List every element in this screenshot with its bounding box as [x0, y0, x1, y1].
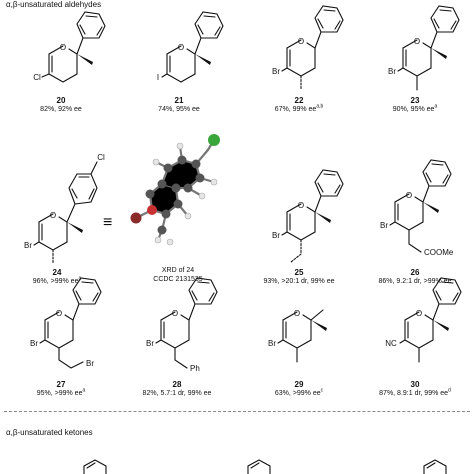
ring-oxygen: O [50, 211, 56, 220]
compound-yield: 93%, >20:1 dr, 99% ee [263, 278, 335, 285]
compound-29: O Br 29 63%, >99% eec [246, 300, 352, 398]
ring-oxygen: O [298, 37, 304, 46]
compound-yield: 90%, 95% eea [392, 103, 438, 113]
structure-28: Ph O Br [146, 277, 218, 373]
compound-26: COOMe O Br 26 86%, 9.2:1 dr, >99% ee [362, 140, 468, 286]
substituent-label: I [157, 73, 159, 82]
ring-oxygen: O [60, 43, 66, 52]
compound-number: 23 [410, 96, 420, 105]
side-chain-label: Ph [190, 364, 200, 373]
ring-oxygen: O [414, 37, 420, 46]
substituent-label: Br [388, 67, 396, 76]
xrd-structure: XRD of 24 CCDC 2131535 [122, 130, 234, 284]
equivalence-symbol: ≡ [103, 214, 113, 231]
ring-oxygen: O [294, 309, 300, 318]
compound-number: 25 [294, 268, 304, 277]
compound-yield: 87%, 8.9:1 dr, 99% eed [379, 387, 451, 397]
substituent-label: Br [30, 339, 38, 348]
substituent-label: Cl [33, 73, 41, 82]
compound-30: O NC 30 87%, 8.9:1 dr, 99% eed [362, 277, 468, 398]
side-chain-label: Br [86, 359, 94, 368]
structure-26: COOMe O Br [380, 159, 454, 257]
compound-yield: 82%, 5.7:1 dr, 99% ee [142, 390, 212, 397]
partial-phenyl-ring [83, 459, 107, 474]
compound-number: 28 [172, 380, 182, 389]
substituent-label: Br [146, 339, 154, 348]
chlorine-atom [208, 134, 220, 146]
structure-24: Cl O Br [24, 153, 105, 265]
compound-22: O Br 22 67%, 99% eea,b [246, 5, 352, 114]
section-divider [4, 411, 470, 412]
hydrogen-atoms [152, 142, 218, 246]
compound-number: 21 [174, 96, 184, 105]
compound-25: O Br 25 93%, >20:1 dr, 99% ee [246, 140, 352, 286]
ring-oxygen: O [178, 43, 184, 52]
compound-yield: 82%, 92% ee [40, 106, 82, 113]
structure-25: O Br [272, 169, 344, 263]
compound-number: 26 [410, 268, 420, 277]
aryl-chlorine-label: Cl [97, 153, 105, 162]
substituent-label: Br [272, 67, 280, 76]
aldehydes-section-label: α,β-unsaturated aldehydes [6, 0, 102, 9]
compound-number: 22 [294, 96, 304, 105]
substituent-label: Br [272, 231, 280, 240]
structure-22: O Br [272, 5, 344, 91]
structure-29: O Br [268, 309, 327, 363]
compound-yield: 67%, 99% eea,b [274, 103, 324, 113]
compound-number: 27 [56, 380, 66, 389]
structure-30: O NC [385, 277, 462, 363]
side-chain-label: COOMe [424, 248, 454, 257]
structure-27: Br O Br [30, 277, 102, 369]
compound-yield: 86%, 9.2:1 dr, >99% ee [378, 278, 452, 285]
ring-oxygen: O [406, 191, 412, 200]
compound-28: Ph O Br 28 82%, 5.7:1 dr, 99% ee [124, 277, 230, 398]
compound-yield: 96%, >99% eea [32, 275, 82, 285]
oxygen-atom [147, 205, 157, 215]
compound-number: 20 [56, 96, 66, 105]
substituent-label: NC [385, 339, 397, 348]
compound-yield: 74%, 95% ee [158, 106, 200, 113]
substituent-label: Br [24, 241, 32, 250]
ring-oxygen: O [172, 309, 178, 318]
structure-23: O Br [388, 5, 460, 91]
structure-20: O Cl [33, 11, 106, 83]
partial-phenyl-ring [423, 459, 447, 474]
compound-yield: 63%, >99% eec [274, 387, 324, 397]
xrd-ball-stick-model [130, 134, 220, 246]
substituent-label: Br [380, 221, 388, 230]
ketones-section-label: α,β-unsaturated ketones [6, 428, 93, 437]
partial-phenyl-ring [247, 459, 271, 474]
ring-oxygen: O [56, 309, 62, 318]
ccdc-number: CCDC 2131535 [153, 276, 203, 283]
xrd-caption: XRD of 24 [161, 267, 195, 274]
carbon-atoms [145, 155, 205, 235]
compound-number: 24 [52, 268, 62, 277]
compound-23: O Br 23 90%, 95% eea [362, 5, 468, 114]
substituent-label: Br [268, 339, 276, 348]
compound-number: 30 [410, 380, 420, 389]
compound-yield: 95%, >99% eea [36, 387, 86, 397]
structure-21: O I [157, 11, 224, 83]
compound-number: 29 [294, 380, 304, 389]
ring-oxygen: O [416, 309, 422, 318]
compound-21: O I 21 74%, 95% ee [126, 11, 232, 114]
compound-20: O Cl 20 82%, 92% ee [8, 11, 114, 114]
bromine-atom [130, 212, 142, 224]
compound-27: Br O Br 27 95%, >99% eea [8, 277, 114, 398]
ring-oxygen: O [298, 201, 304, 210]
compound-24: Cl O Br 24 96%, >99% eea [4, 140, 110, 286]
